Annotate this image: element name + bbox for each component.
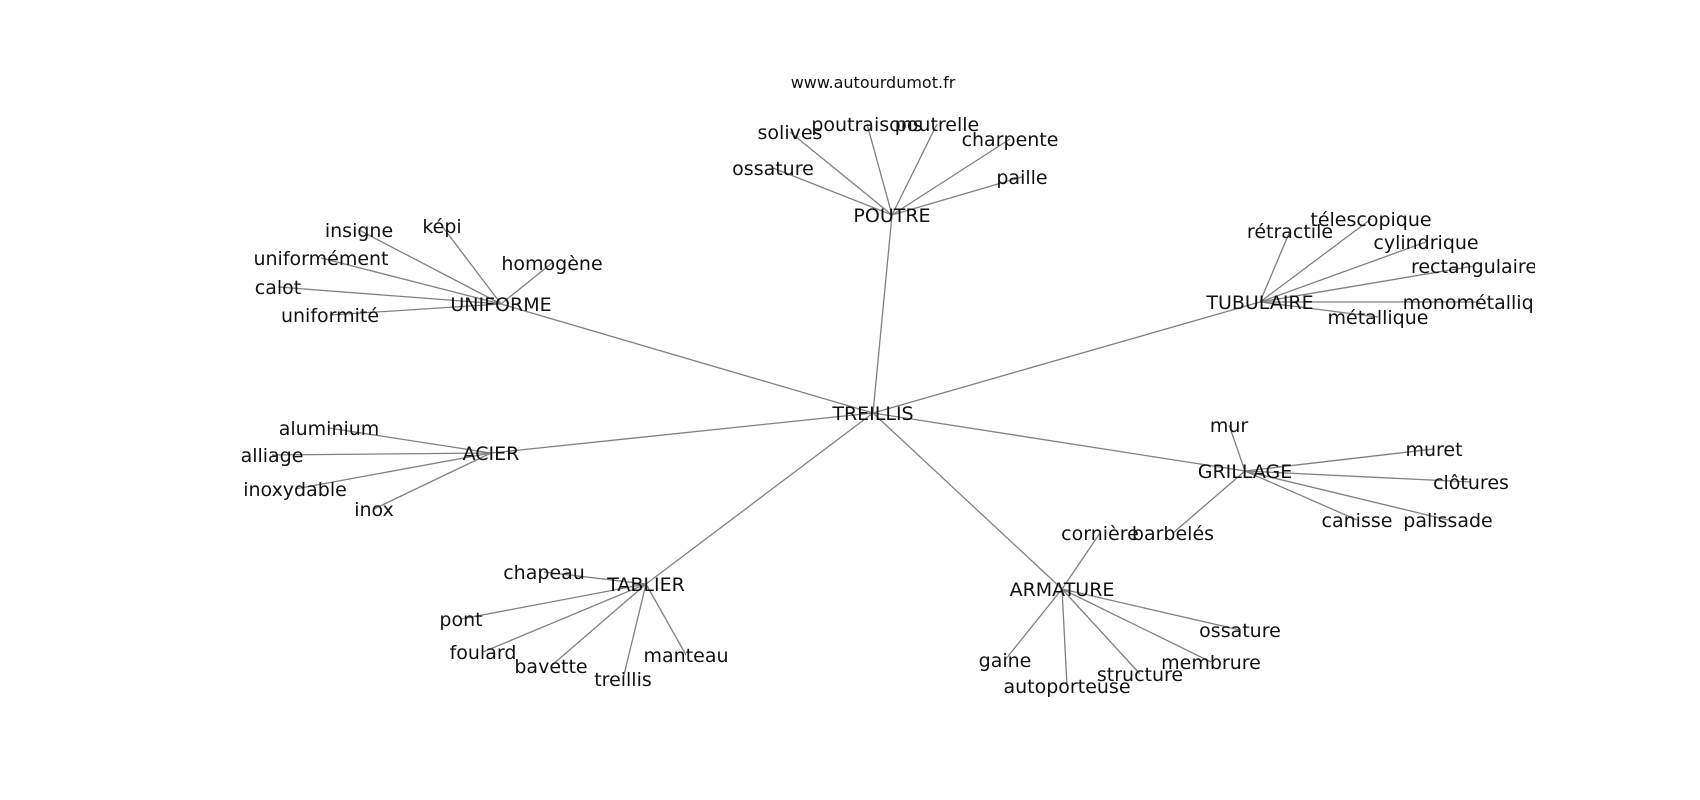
edge-group-to-word — [460, 583, 647, 620]
group-node-label: TABLIER — [606, 574, 685, 596]
edge-group-to-word — [1004, 588, 1063, 661]
edge-group-to-word — [482, 583, 647, 653]
word-node-label: barbelés — [1132, 523, 1214, 545]
word-node-label: rectangulaire — [1411, 256, 1537, 278]
edge-center-to-group — [645, 412, 874, 585]
word-node-label: treillis — [594, 669, 652, 691]
edge-group-to-word — [358, 229, 502, 305]
edge-group-to-word — [1228, 424, 1246, 472]
word-node-label: structure — [1097, 664, 1183, 686]
word-node-label: clôtures — [1433, 472, 1509, 494]
edge-group-to-word — [1259, 265, 1475, 303]
word-node-label: ossature — [732, 158, 814, 180]
edge-group-to-word — [1259, 241, 1427, 303]
edge-group-to-word — [1244, 470, 1472, 483]
word-node-label: poutrelle — [895, 114, 980, 136]
word-node-label: paille — [996, 167, 1047, 189]
word-node-label: membrure — [1161, 652, 1261, 674]
word-node-label: charpente — [962, 129, 1059, 151]
group-node-label: TUBULAIRE — [1205, 292, 1313, 314]
edge-group-to-word — [271, 452, 492, 456]
edge-group-to-word — [891, 138, 1011, 216]
word-node-label: calot — [255, 277, 301, 299]
center-node-label: TREILLIS — [831, 403, 913, 425]
word-node-label: palissade — [1403, 510, 1492, 532]
edge-group-to-word — [622, 583, 647, 680]
edge-group-to-word — [500, 262, 553, 305]
word-node-label: métallique — [1328, 307, 1429, 329]
word-node-label: canisse — [1322, 510, 1393, 532]
edge-group-to-word — [1061, 588, 1141, 675]
edge-group-to-word — [1244, 448, 1435, 472]
edge-group-to-word — [329, 303, 502, 316]
group-node-label: GRILLAGE — [1198, 461, 1293, 483]
word-node-label: uniformément — [253, 248, 388, 270]
word-node-label: chapeau — [503, 562, 585, 584]
edge-group-to-word — [277, 286, 502, 305]
edge-center-to-group — [500, 303, 874, 414]
word-node-label: gaine — [979, 650, 1032, 672]
group-node-label: POUTRE — [853, 205, 930, 227]
word-node-label: aluminium — [279, 418, 380, 440]
edge-group-to-word — [1061, 588, 1241, 631]
edge-center-to-group — [872, 412, 1063, 590]
edge-group-to-word — [1244, 470, 1449, 521]
edge-group-to-word — [294, 452, 492, 490]
edge-group-to-word — [891, 176, 1023, 216]
word-node-label: insigne — [325, 220, 393, 242]
word-node-label: bavette — [514, 656, 587, 678]
edge-group-to-word — [645, 583, 687, 656]
edge-group-to-word — [441, 225, 502, 305]
word-node-label: inoxydable — [243, 479, 347, 501]
word-node-label: ossature — [1199, 620, 1281, 642]
edge-center-to-group — [490, 412, 874, 454]
edge-group-to-word — [550, 583, 647, 667]
group-node-label: ACIER — [463, 443, 520, 465]
edge-group-to-word — [789, 131, 893, 216]
word-node-label: autoporteuse — [1003, 676, 1130, 698]
edge-center-to-group — [872, 214, 893, 414]
word-node-label: képi — [422, 216, 461, 238]
edge-center-to-group — [872, 301, 1261, 414]
edge-group-to-word — [1244, 470, 1358, 521]
edge-group-to-word — [543, 571, 647, 585]
word-node-label: manteau — [643, 645, 728, 667]
word-node-label: poutraisons — [811, 114, 922, 136]
edge-group-to-word — [866, 123, 893, 216]
edge-group-to-word — [891, 123, 938, 216]
edge-group-to-word — [1259, 301, 1379, 318]
edge-group-to-word — [1061, 588, 1212, 663]
word-node-label: foulard — [450, 642, 517, 664]
edge-group-to-word — [320, 257, 502, 305]
group-node-label: ARMATURE — [1010, 579, 1115, 601]
edge-group-to-word — [1259, 218, 1372, 303]
word-node-label: homogène — [501, 253, 602, 275]
edge-group-to-word — [1172, 470, 1246, 534]
word-node-label: muret — [1405, 439, 1462, 461]
word-node-label: inox — [354, 499, 394, 521]
edge-group-to-word — [1061, 588, 1068, 687]
word-node-label: alliage — [241, 445, 304, 467]
edge-center-to-group — [872, 412, 1246, 472]
edge-group-to-word — [1061, 532, 1101, 590]
source-url: www.autourdumot.fr — [791, 73, 956, 92]
edge-group-to-word — [328, 427, 492, 454]
word-node-label: cylindrique — [1373, 232, 1478, 254]
edge-group-to-word — [373, 452, 492, 510]
word-node-label: rétractile — [1247, 221, 1333, 243]
word-node-label: mur — [1210, 415, 1249, 437]
word-node-label: cornière — [1061, 523, 1139, 545]
word-node-label: solives — [758, 122, 823, 144]
word-node-label: monométallique — [1403, 292, 1558, 314]
word-node-label: télescopique — [1310, 209, 1431, 231]
word-node-label: uniformité — [281, 305, 379, 327]
edge-group-to-word — [772, 167, 893, 216]
edge-group-to-word — [1259, 230, 1291, 303]
group-node-label: UNIFORME — [450, 294, 551, 316]
word-node-label: pont — [439, 609, 482, 631]
